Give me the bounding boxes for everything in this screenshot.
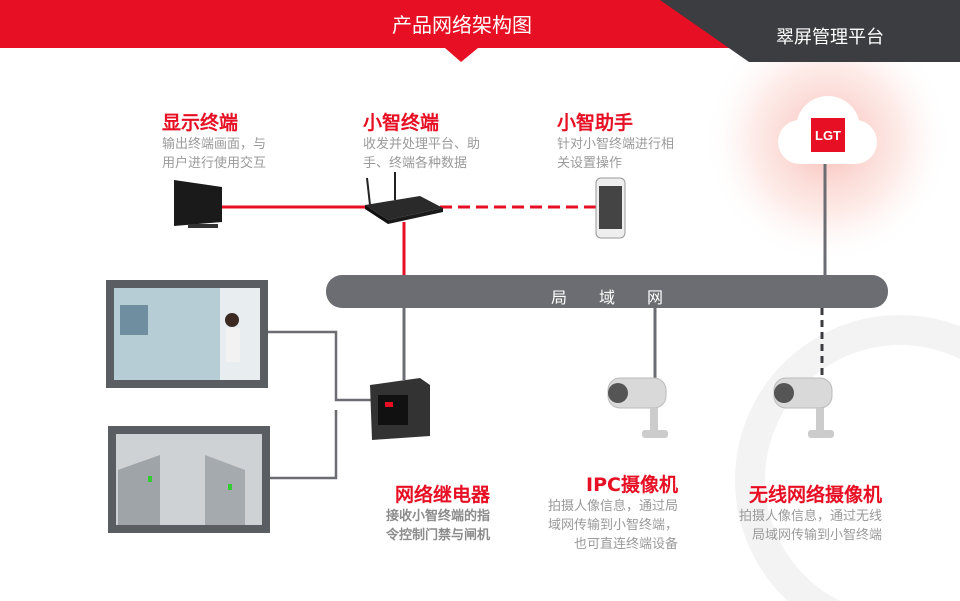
ipc-desc-2: 域网传输到小智终端， xyxy=(547,518,678,533)
page-title: 产品网络架构图 xyxy=(392,13,532,37)
assistant-title: 小智助手 xyxy=(557,112,634,134)
wireless-desc-2: 局域网传输到小智终端 xyxy=(751,528,882,543)
relay-desc-1: 接收小智终端的指 xyxy=(385,509,490,524)
lan-bar xyxy=(326,275,888,308)
ipc-desc-3: 也可直连终端设备 xyxy=(573,537,678,552)
header-pointer xyxy=(445,48,478,62)
terminal-desc-2: 手、终端各种数据 xyxy=(363,156,468,171)
header-red-band xyxy=(0,0,740,48)
wireless-title: 无线网络摄像机 xyxy=(748,484,882,506)
smartphone-icon xyxy=(595,177,626,239)
wireless-camera-block: 无线网络摄像机 拍摄人像信息，通过无线 局域网传输到小智终端 xyxy=(739,480,882,545)
line-photo1-relay xyxy=(268,330,372,402)
display-terminal-block: 显示终端 输出终端画面，与 用户进行使用交互 xyxy=(162,108,266,173)
terminal-desc-1: 收发并处理平台、助 xyxy=(363,137,481,152)
relay-desc-2: 令控制门禁与闸机 xyxy=(385,528,490,543)
line-photo2-relay xyxy=(270,410,338,480)
display-desc-2: 用户进行使用交互 xyxy=(162,156,267,171)
face-recognition-photo xyxy=(106,280,268,388)
turnstile-photo xyxy=(108,426,270,533)
smart-assistant-block: 小智助手 针对小智终端进行相 关设置操作 xyxy=(557,108,674,173)
ipc-title: IPC摄像机 xyxy=(586,474,678,496)
wireless-desc-1: 拍摄人像信息，通过无线 xyxy=(738,509,882,524)
assistant-desc-1: 针对小智终端进行相 xyxy=(557,137,675,152)
lgt-logo xyxy=(811,118,845,152)
relay-title: 网络继电器 xyxy=(394,484,490,506)
display-desc-1: 输出终端画面，与 xyxy=(162,137,267,152)
bg-swirl xyxy=(735,315,960,601)
smart-terminal-block: 小智终端 收发并处理平台、助 手、终端各种数据 xyxy=(363,108,480,173)
ipc-camera-icon xyxy=(607,377,668,438)
relay-device-icon xyxy=(370,378,430,440)
platform-title: 翠屏管理平台 xyxy=(776,27,884,48)
lan-label: 局 域 网 xyxy=(550,288,663,307)
relay-block: 网络继电器 接收小智终端的指 令控制门禁与闸机 xyxy=(386,480,490,545)
display-title: 显示终端 xyxy=(162,112,239,134)
cloud-icon: LGT xyxy=(778,96,877,164)
monitor-icon xyxy=(174,180,222,228)
assistant-desc-2: 关设置操作 xyxy=(557,156,623,171)
terminal-title: 小智终端 xyxy=(363,112,440,134)
header-dark-panel xyxy=(660,0,960,62)
wireless-camera-icon xyxy=(773,377,834,438)
svg-text:LGT: LGT xyxy=(815,128,841,143)
router-icon xyxy=(365,172,443,224)
ipc-desc-1: 拍摄人像信息，通过局 xyxy=(547,499,678,514)
ipc-camera-block: IPC摄像机 拍摄人像信息，通过局 域网传输到小智终端， 也可直连终端设备 xyxy=(548,470,678,554)
